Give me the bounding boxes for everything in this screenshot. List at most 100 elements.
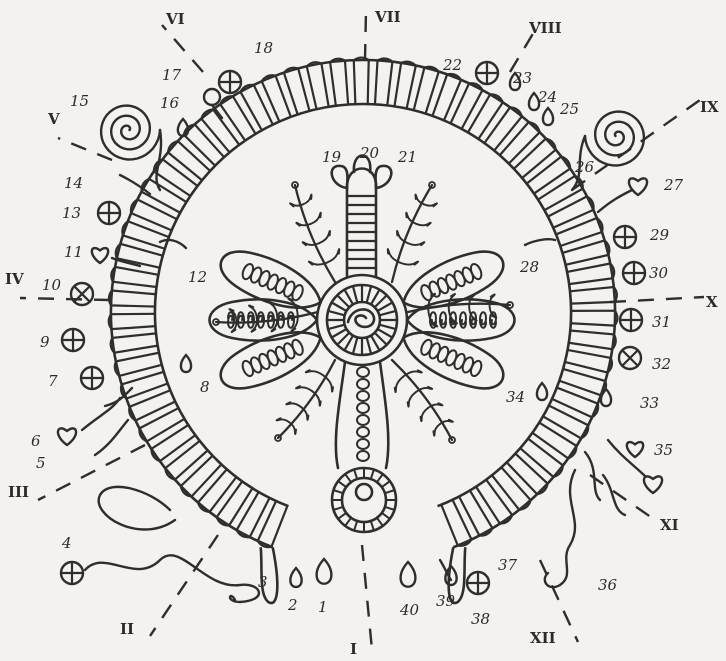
petal-5 xyxy=(407,299,515,340)
motif-10-x-circle xyxy=(71,283,93,305)
axis-II xyxy=(150,535,218,636)
motif-32-x-circle xyxy=(619,347,641,369)
hub-spoke xyxy=(353,337,357,353)
petal-4 xyxy=(395,241,510,321)
ring-bead xyxy=(527,157,570,194)
frond-lower-right xyxy=(392,360,455,443)
motif-9-crossed-circle xyxy=(62,329,84,351)
hub-spoke xyxy=(345,336,354,351)
element-number-31: 31 xyxy=(652,313,671,331)
hub-spoke xyxy=(328,325,344,329)
element-number-7: 7 xyxy=(48,372,58,390)
hub-spoke xyxy=(367,337,371,353)
medallion-spoke xyxy=(334,490,344,493)
element-number-11: 11 xyxy=(64,243,83,261)
medallion-spoke xyxy=(382,513,390,519)
ring-bead xyxy=(459,490,492,535)
hub-spoke xyxy=(367,286,371,302)
drop-8 xyxy=(181,355,191,372)
element-number-9: 9 xyxy=(40,333,50,351)
element-number-5: 5 xyxy=(36,454,46,472)
ring-bead xyxy=(220,96,255,140)
medallion-spoke xyxy=(338,481,346,487)
ring-bead xyxy=(116,244,163,268)
tendril-11 xyxy=(603,475,625,515)
element-number-10: 10 xyxy=(42,276,62,294)
ring-bead xyxy=(111,333,158,352)
element-number-39: 39 xyxy=(436,592,456,610)
element-number-32: 32 xyxy=(652,355,671,373)
motif-4-crossed-circle xyxy=(61,562,83,584)
motif-30-crossed-circle xyxy=(623,262,645,284)
medallion-spoke xyxy=(371,470,374,480)
medallion-spoke xyxy=(371,521,374,531)
motif-7-crossed-circle xyxy=(81,367,103,389)
element-number-14: 14 xyxy=(64,174,83,192)
ring-bead xyxy=(394,62,415,109)
element-number-29: 29 xyxy=(649,226,670,244)
element-number-37: 37 xyxy=(498,556,518,574)
ring-bead xyxy=(139,408,184,441)
hub-spoke xyxy=(371,336,380,351)
ring-bead xyxy=(451,83,483,129)
element-number-13: 13 xyxy=(62,204,81,222)
ring-bead xyxy=(468,94,503,139)
tendril-7 xyxy=(598,190,632,212)
sector-label-II: II xyxy=(120,620,134,638)
element-number-28: 28 xyxy=(519,258,539,276)
ring-bead xyxy=(198,469,236,512)
frond-upper-right xyxy=(388,182,437,282)
axis-VII xyxy=(365,10,366,60)
motif-18-crossed-circle xyxy=(219,71,241,93)
element-number-4: 4 xyxy=(61,534,72,552)
ring-bead xyxy=(141,179,186,213)
element-number-17: 17 xyxy=(162,66,182,84)
drop-34 xyxy=(537,383,547,400)
hub-spoke xyxy=(332,329,347,338)
chain-link xyxy=(357,367,369,377)
element-number-8: 8 xyxy=(200,378,210,396)
element-number-23: 23 xyxy=(512,69,532,87)
ring-bead xyxy=(165,441,207,480)
medallion-spoke xyxy=(382,481,390,487)
element-number-6: 6 xyxy=(31,432,41,450)
ring-bead xyxy=(109,314,156,329)
ring-bead xyxy=(532,423,576,459)
hub-spoke xyxy=(379,325,395,329)
medallion-spoke xyxy=(377,474,383,482)
element-number-34: 34 xyxy=(506,388,525,406)
sector-label-IV: IV xyxy=(5,270,24,288)
medallion-spoke xyxy=(385,507,395,510)
element-number-26: 26 xyxy=(574,158,595,176)
drop-2 xyxy=(290,568,301,587)
chain-link xyxy=(357,415,369,425)
element-number-1: 1 xyxy=(318,598,328,616)
chain-link xyxy=(357,451,369,461)
hub-spoke xyxy=(345,290,354,305)
medallion-spoke xyxy=(345,518,351,526)
sector-label-VI: VI xyxy=(165,10,185,28)
element-number-18: 18 xyxy=(254,39,273,57)
ring-bead xyxy=(240,85,272,130)
ring-bead xyxy=(570,287,617,304)
bottom-petal-medallion xyxy=(332,362,396,532)
chain-link xyxy=(357,439,369,449)
medallion-spoke xyxy=(334,507,344,510)
ring-bead xyxy=(484,107,522,150)
axis-I xyxy=(362,545,372,650)
medallion-spoke xyxy=(385,490,395,493)
ring-bead xyxy=(514,139,556,178)
element-number-38: 38 xyxy=(471,610,490,628)
medallion-spoke xyxy=(354,521,357,531)
ring-bead xyxy=(567,263,614,284)
top-ladder xyxy=(332,156,392,277)
element-number-25: 25 xyxy=(559,100,579,118)
ring-bead xyxy=(492,467,531,509)
element-number-16: 16 xyxy=(160,94,180,112)
chain-link xyxy=(357,379,369,389)
element-number-36: 36 xyxy=(598,576,618,594)
chain-link xyxy=(357,427,369,437)
bead-17 xyxy=(204,89,220,105)
hub-spoke xyxy=(353,286,357,302)
